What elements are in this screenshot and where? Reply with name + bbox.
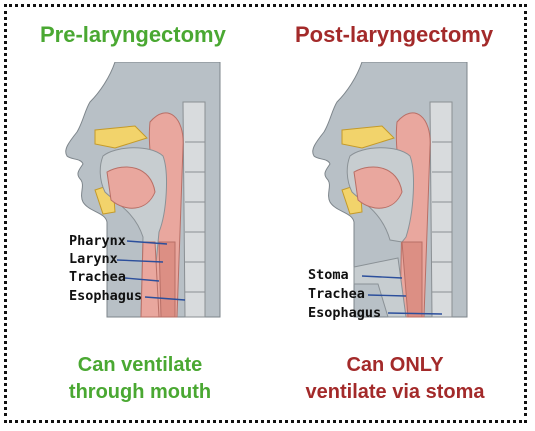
palate-bone <box>94 125 148 149</box>
pre-caption-line-2: through mouth <box>68 381 212 403</box>
tongue <box>353 166 403 209</box>
pre-caption-line-1: Can ventilate <box>77 354 203 376</box>
post-caption-line-2: ventilate via stoma <box>305 381 485 403</box>
label-larynx: Larynx <box>69 251 118 267</box>
label-stoma: Stoma <box>308 267 349 283</box>
post-caption-line-1: Can ONLY <box>346 354 444 376</box>
label-esophagus: Esophagus <box>69 288 142 304</box>
pre-caption: Can ventilate through mouth <box>30 352 250 406</box>
dotted-border <box>4 4 527 423</box>
label-esophagus: Esophagus <box>308 305 381 321</box>
esophagus <box>158 241 176 318</box>
spine <box>429 101 453 318</box>
trachea <box>353 257 407 318</box>
esophagus <box>401 241 423 318</box>
tongue <box>106 166 156 209</box>
label-pointers <box>361 275 443 315</box>
post-laryngectomy-diagram: Stoma Trachea Esophagus <box>308 62 468 321</box>
spine <box>182 101 206 318</box>
label-trachea: Trachea <box>308 286 365 302</box>
label-trachea: Trachea <box>69 269 126 285</box>
label-pointers <box>116 240 186 301</box>
post-laryngectomy-title: Post-laryngectomy <box>295 22 494 47</box>
post-caption: Can ONLY ventilate via stoma <box>285 352 505 406</box>
pre-laryngectomy-title: Pre-laryngectomy <box>40 22 226 47</box>
label-pharynx: Pharynx <box>69 233 126 249</box>
pre-laryngectomy-diagram: Pharynx Larynx Trachea Esophagus <box>65 62 221 318</box>
palate-bone <box>341 125 395 149</box>
